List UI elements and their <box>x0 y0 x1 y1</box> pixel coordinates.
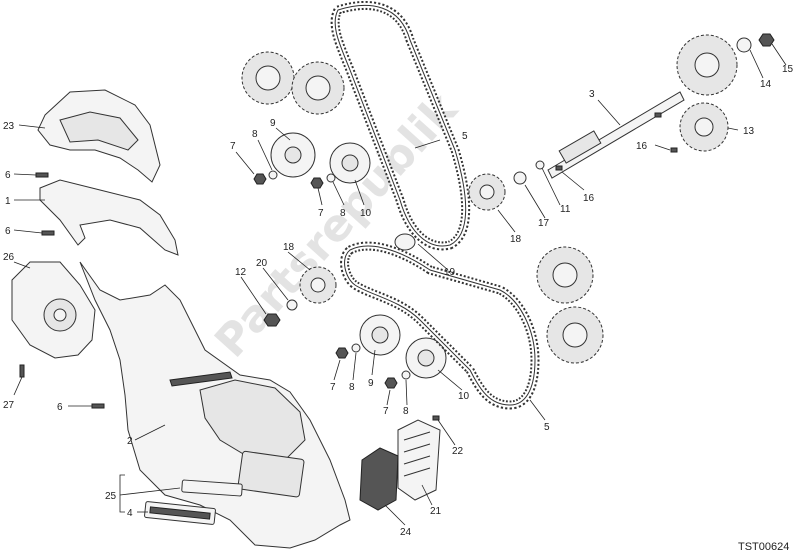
label-8-c: 8 <box>349 382 355 393</box>
tensioner-rollers[interactable] <box>270 132 447 379</box>
callout-labels: 23 6 1 6 26 27 6 2 25 4 7 8 9 7 8 10 5 1… <box>3 64 794 553</box>
label-6-a: 6 <box>5 170 11 181</box>
label-10-b: 10 <box>458 391 470 402</box>
label-10-a: 10 <box>360 208 372 219</box>
label-16-b: 16 <box>583 193 595 204</box>
label-11: 11 <box>560 204 571 215</box>
gears[interactable] <box>676 33 775 152</box>
label-5-a: 5 <box>462 131 468 142</box>
label-21: 21 <box>430 506 442 517</box>
label-4: 4 <box>127 508 133 519</box>
timing-belt-front[interactable] <box>340 241 540 410</box>
label-15: 15 <box>782 64 794 75</box>
label-8-b: 8 <box>340 208 346 219</box>
timing-belt-rear[interactable] <box>330 0 471 251</box>
upper-rear-cover[interactable] <box>37 89 161 183</box>
label-14: 14 <box>760 79 772 90</box>
rear-cam-pulleys[interactable] <box>241 51 345 115</box>
inner-cover[interactable] <box>39 179 179 256</box>
label-19: 19 <box>444 267 456 278</box>
label-26: 26 <box>3 252 15 263</box>
drive-pulleys[interactable] <box>299 173 506 304</box>
label-16-a: 16 <box>636 141 648 152</box>
small-hardware[interactable] <box>19 112 678 421</box>
label-25: 25 <box>105 491 117 502</box>
auxiliary-shaft[interactable] <box>547 91 685 179</box>
label-18-b: 18 <box>283 242 295 253</box>
label-23: 23 <box>3 121 15 132</box>
label-9-a: 9 <box>270 118 276 129</box>
label-1: 1 <box>5 196 11 207</box>
belt-guard-bracket[interactable] <box>397 419 441 501</box>
label-22: 22 <box>452 446 464 457</box>
label-7-a: 7 <box>230 141 236 152</box>
label-13: 13 <box>743 126 755 137</box>
leader-lines <box>13 43 787 526</box>
label-3: 3 <box>589 89 595 100</box>
front-cam-pulleys[interactable] <box>536 246 604 364</box>
label-7-c: 7 <box>330 382 336 393</box>
main-belt-cover[interactable] <box>79 261 351 549</box>
label-17: 17 <box>538 218 550 229</box>
label-20: 20 <box>256 258 268 269</box>
watermark: Partsrepublik <box>205 83 468 367</box>
label-2: 2 <box>127 436 133 447</box>
label-8-d: 8 <box>403 406 409 417</box>
side-cover[interactable] <box>11 261 96 359</box>
label-8-a: 8 <box>252 129 258 140</box>
label-9-b: 9 <box>368 378 374 389</box>
label-6-c: 6 <box>57 402 63 413</box>
label-6-b: 6 <box>5 226 11 237</box>
badges[interactable] <box>144 479 243 525</box>
label-18-a: 18 <box>510 234 522 245</box>
rubber-pad[interactable] <box>359 447 399 511</box>
label-27: 27 <box>3 400 15 411</box>
label-7-b: 7 <box>318 208 324 219</box>
label-5-b: 5 <box>544 422 550 433</box>
drawing-code: TST00624 <box>738 541 789 553</box>
label-24: 24 <box>400 527 412 538</box>
label-7-d: 7 <box>383 406 389 417</box>
label-12: 12 <box>235 267 247 278</box>
